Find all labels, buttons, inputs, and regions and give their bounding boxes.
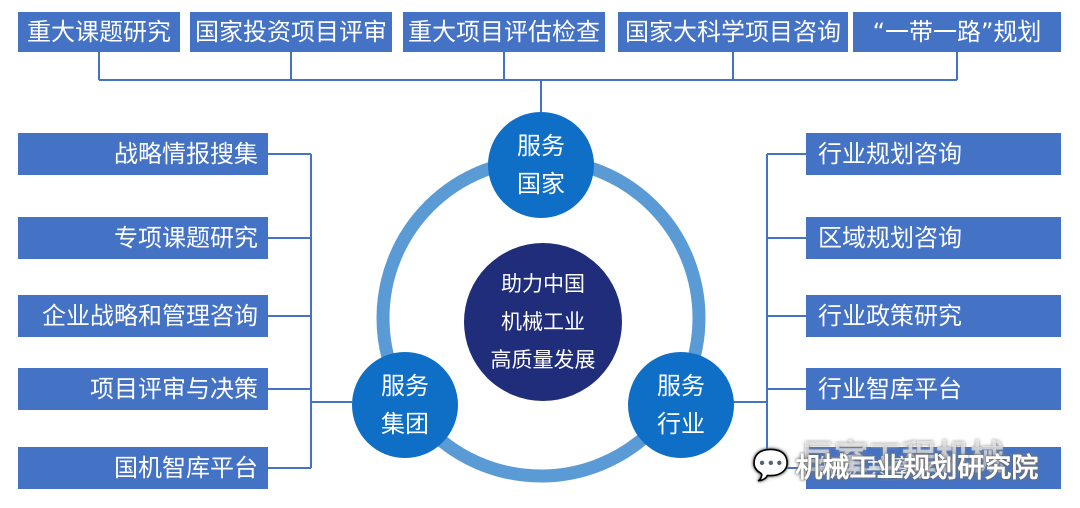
- hub-line3: 高质量发展: [490, 348, 596, 372]
- node-industry-line2: 行业: [657, 410, 705, 438]
- watermark-text: 机械工业规划研究院: [795, 453, 1039, 484]
- wechat-icon: 💬: [752, 448, 790, 483]
- right-item-1: 行业规划咨询: [806, 133, 1061, 175]
- left-item-2: 专项课题研究: [18, 217, 268, 259]
- top-item-4: 国家大科学项目咨询: [618, 12, 848, 52]
- hub-line1: 助力中国: [501, 272, 585, 296]
- center-hub: 助力中国 机械工业 高质量发展: [464, 243, 622, 401]
- top-item-1: 重大课题研究: [18, 12, 180, 52]
- right-item-2: 区域规划咨询: [806, 217, 1061, 259]
- node-country-line2: 国家: [517, 170, 565, 198]
- hub-line2: 机械工业: [501, 310, 585, 334]
- top-item-5: “一带一路”规划: [853, 12, 1061, 52]
- watermark-back: 巨室工程机械: [800, 438, 1004, 478]
- left-item-4: 项目评审与决策: [18, 368, 268, 410]
- top-item-2: 国家投资项目评审: [190, 12, 392, 52]
- left-item-3: 企业战略和管理咨询: [18, 295, 268, 337]
- node-industry-line1: 服务: [657, 372, 705, 400]
- node-country-line1: 服务: [517, 132, 565, 160]
- node-serve-group: 服务 集团: [352, 352, 458, 458]
- node-group-line2: 集团: [381, 410, 429, 438]
- node-serve-country: 服务 国家: [488, 112, 594, 218]
- right-item-3: 行业政策研究: [806, 295, 1061, 337]
- right-item-5: 知识共享化: [806, 447, 1061, 489]
- top-item-3: 重大项目评估检查: [403, 12, 605, 52]
- left-item-5: 国机智库平台: [18, 447, 268, 489]
- left-item-1: 战略情报搜集: [18, 133, 268, 175]
- node-serve-industry: 服务 行业: [628, 352, 734, 458]
- watermark: 💬 机械工业规划研究院: [752, 446, 1038, 485]
- right-item-4: 行业智库平台: [806, 368, 1061, 410]
- node-group-line1: 服务: [381, 372, 429, 400]
